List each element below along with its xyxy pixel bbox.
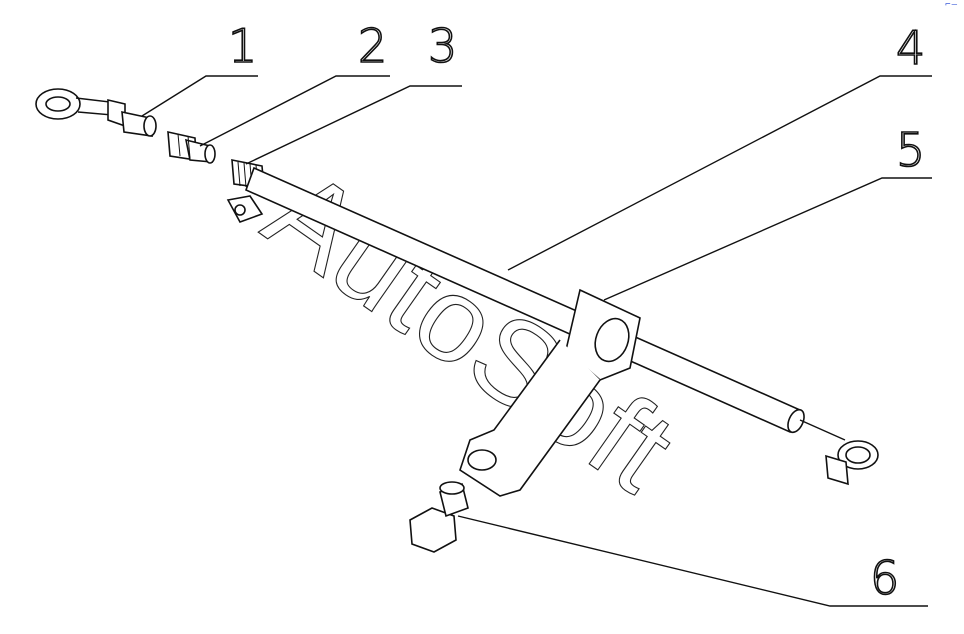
- part-2-fitting: [167, 130, 216, 164]
- part-6-bolt: [409, 481, 469, 553]
- callout-2: 2: [358, 19, 387, 73]
- part-end-clamp: [825, 440, 879, 486]
- corner-mark: ⌐—: [945, 0, 958, 10]
- callout-1: 1: [228, 19, 257, 73]
- part-4-tube: [244, 166, 846, 441]
- part-1-eye-bolt: [35, 88, 157, 137]
- callout-5: 5: [896, 123, 925, 177]
- leader-lines: [141, 75, 932, 607]
- part-5-bracket: [459, 288, 641, 497]
- callout-3: 3: [428, 19, 457, 73]
- callout-4: 4: [896, 21, 925, 75]
- callout-6: 6: [870, 551, 899, 605]
